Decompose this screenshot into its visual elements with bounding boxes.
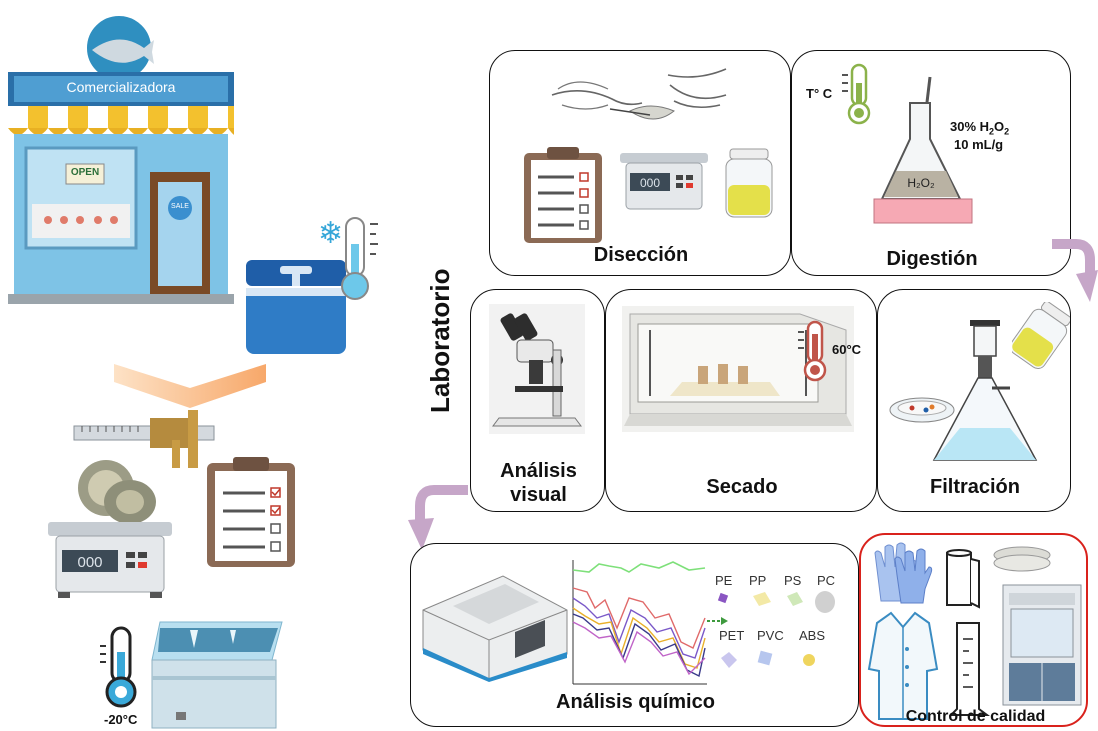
ftir-spectra-chart bbox=[569, 558, 709, 688]
polymer-pe: PE bbox=[715, 573, 733, 588]
panel-label-filtracion: Filtración bbox=[929, 476, 1020, 498]
gloves-icon bbox=[874, 542, 933, 604]
panel-digestion: T° C H₂O₂ 30% H2O2 10 mL/g Digestión bbox=[791, 50, 1071, 276]
lab-coat-icon bbox=[867, 611, 939, 720]
panel-analisis-visual: Análisis visual bbox=[470, 289, 605, 512]
polymer-shapes-row2 bbox=[721, 650, 815, 668]
clipboard-checklist-icon bbox=[524, 147, 602, 243]
sale-sticker: SALE bbox=[171, 203, 189, 210]
fume-hood-icon bbox=[1002, 584, 1082, 706]
digital-scale-icon: 000 bbox=[620, 153, 708, 210]
sample-jar-tilted-icon bbox=[1012, 302, 1070, 370]
store-sign: Comercializadora bbox=[66, 79, 176, 95]
chest-freezer-icon bbox=[151, 621, 283, 729]
polymer-pc: PC bbox=[817, 573, 836, 588]
curved-arrow-digestion-to-filtracion bbox=[1052, 239, 1098, 302]
open-sign: OPEN bbox=[70, 167, 100, 178]
panel-label-analisis-visual-1: Análisis bbox=[500, 460, 577, 482]
polymer-ps: PS bbox=[784, 573, 802, 588]
snowflake-icon: ❄ bbox=[318, 217, 344, 250]
polymer-shapes-row1 bbox=[717, 591, 835, 613]
ftir-spectrometer-icon bbox=[422, 575, 568, 682]
clipboard-checklist-icon bbox=[207, 457, 295, 567]
digestion-flask-icon: H₂O₂ bbox=[873, 76, 973, 224]
heat-thermometer-icon bbox=[798, 320, 827, 382]
down-chevron-arrow bbox=[114, 364, 266, 408]
curved-arrow-visual-to-quimico bbox=[408, 485, 468, 550]
paper-roll-icon bbox=[946, 549, 980, 609]
cooler-icon bbox=[246, 260, 346, 354]
dashed-green-arrow bbox=[707, 617, 728, 625]
vacuum-filtration-icon bbox=[889, 320, 1038, 461]
panel-label-digestion: Digestión bbox=[886, 248, 978, 270]
panel-label-analisis-visual-2: visual bbox=[510, 484, 567, 506]
microscope-icon bbox=[489, 304, 585, 434]
panel-label-diseccion: Disección bbox=[593, 244, 689, 266]
polymer-pvc: PVC bbox=[757, 628, 784, 643]
freezer-temperature-label: -20°C bbox=[104, 712, 138, 727]
dissection-hands-icon bbox=[551, 68, 727, 120]
panel-control-calidad: Control de calidad bbox=[859, 533, 1088, 727]
svg-text:000: 000 bbox=[640, 176, 660, 190]
polymer-pet: PET bbox=[719, 628, 745, 643]
lab-title: Laboratorio bbox=[425, 268, 455, 413]
digital-scale-icon: 000 bbox=[48, 522, 172, 598]
polymer-pp: PP bbox=[749, 573, 767, 588]
panel-analisis-quimico: PE PP PS PC PET PVC ABS Análisis químico bbox=[410, 543, 859, 727]
panel-label-control-calidad: Control de calidad bbox=[905, 708, 1046, 725]
panel-filtracion: Filtración bbox=[877, 289, 1071, 512]
freezer-thermometer-icon bbox=[100, 626, 137, 708]
flask-h2o2-label: H₂O₂ bbox=[907, 176, 935, 190]
panel-label-analisis-quimico: Análisis químico bbox=[556, 691, 715, 713]
polymer-abs: ABS bbox=[799, 628, 826, 643]
digestion-temp-label: T° C bbox=[806, 86, 833, 101]
svg-text:000: 000 bbox=[77, 554, 102, 571]
secado-temp-label: 60°C bbox=[832, 342, 862, 357]
ratio-label: 10 mL/g bbox=[954, 137, 1004, 152]
graduated-cylinder-icon bbox=[949, 622, 990, 716]
sample-jar-icon bbox=[725, 148, 773, 218]
reagent-label: 30% H2O2 bbox=[950, 119, 1010, 137]
petri-dish-icon bbox=[993, 546, 1051, 572]
thermometer-icon bbox=[842, 63, 871, 125]
cold-thermometer-icon bbox=[341, 217, 378, 300]
fish-market-store-icon bbox=[8, 12, 234, 304]
caliper-icon bbox=[73, 410, 215, 468]
panel-diseccion: 000 Disección bbox=[489, 50, 791, 276]
panel-label-secado: Secado bbox=[706, 476, 778, 498]
panel-secado: 60°C Secado bbox=[605, 289, 877, 512]
oyster-icon bbox=[78, 460, 156, 524]
